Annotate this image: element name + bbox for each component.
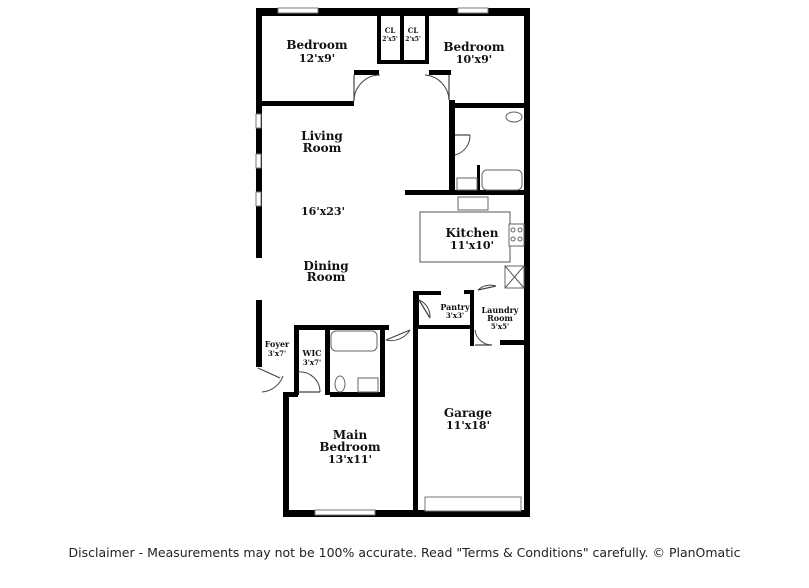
main-bedroom-size: 13'x11' bbox=[328, 453, 372, 466]
bedroom-left-size: 12'x9' bbox=[299, 52, 335, 65]
laundry-size: 5'x5' bbox=[491, 322, 509, 331]
garage-name: Garage bbox=[444, 406, 493, 420]
bedroom-right-name: Bedroom bbox=[443, 40, 504, 54]
living-room-name-1: Living bbox=[301, 129, 343, 143]
room-labels: Bedroom 12'x9' CL 2'x5' CL 2'x5' Bedroom… bbox=[265, 26, 519, 466]
great-room-size: 16'x23' bbox=[301, 205, 345, 218]
main-bedroom-name-1: Main bbox=[333, 428, 368, 442]
closet-right-size: 2'x5' bbox=[405, 36, 421, 43]
pantry-name: Pantry bbox=[440, 302, 470, 312]
fixtures bbox=[330, 111, 525, 393]
foyer-size: 3'x7' bbox=[268, 349, 286, 358]
laundry-name-2: Room bbox=[487, 313, 513, 323]
window-marks bbox=[255, 7, 522, 516]
dining-room-name-2: Room bbox=[307, 270, 346, 284]
foyer-name: Foyer bbox=[265, 339, 290, 349]
disclaimer-text: Disclaimer - Measurements may not be 100… bbox=[68, 545, 741, 560]
garage-size: 11'x18' bbox=[446, 419, 490, 432]
kitchen-size: 11'x10' bbox=[450, 239, 494, 252]
closet-left-name: CL bbox=[385, 26, 396, 35]
kitchen-name: Kitchen bbox=[446, 226, 499, 240]
laundry-name-1: Laundry bbox=[482, 305, 519, 315]
living-room-name-2: Room bbox=[303, 141, 342, 155]
closet-right-name: CL bbox=[408, 26, 419, 35]
wic-size: 3'x7' bbox=[303, 358, 321, 367]
closet-left-size: 2'x5' bbox=[382, 36, 398, 43]
main-bedroom-name-2: Bedroom bbox=[319, 440, 380, 454]
interior-walls bbox=[262, 16, 524, 515]
dining-room-name-1: Dining bbox=[303, 259, 349, 273]
bedroom-right-size: 10'x9' bbox=[456, 53, 492, 66]
door-swings bbox=[257, 74, 497, 393]
wic-name: WIC bbox=[301, 348, 321, 358]
bedroom-left-name: Bedroom bbox=[286, 38, 347, 52]
exterior-walls bbox=[256, 8, 530, 517]
pantry-size: 3'x3' bbox=[446, 311, 464, 320]
